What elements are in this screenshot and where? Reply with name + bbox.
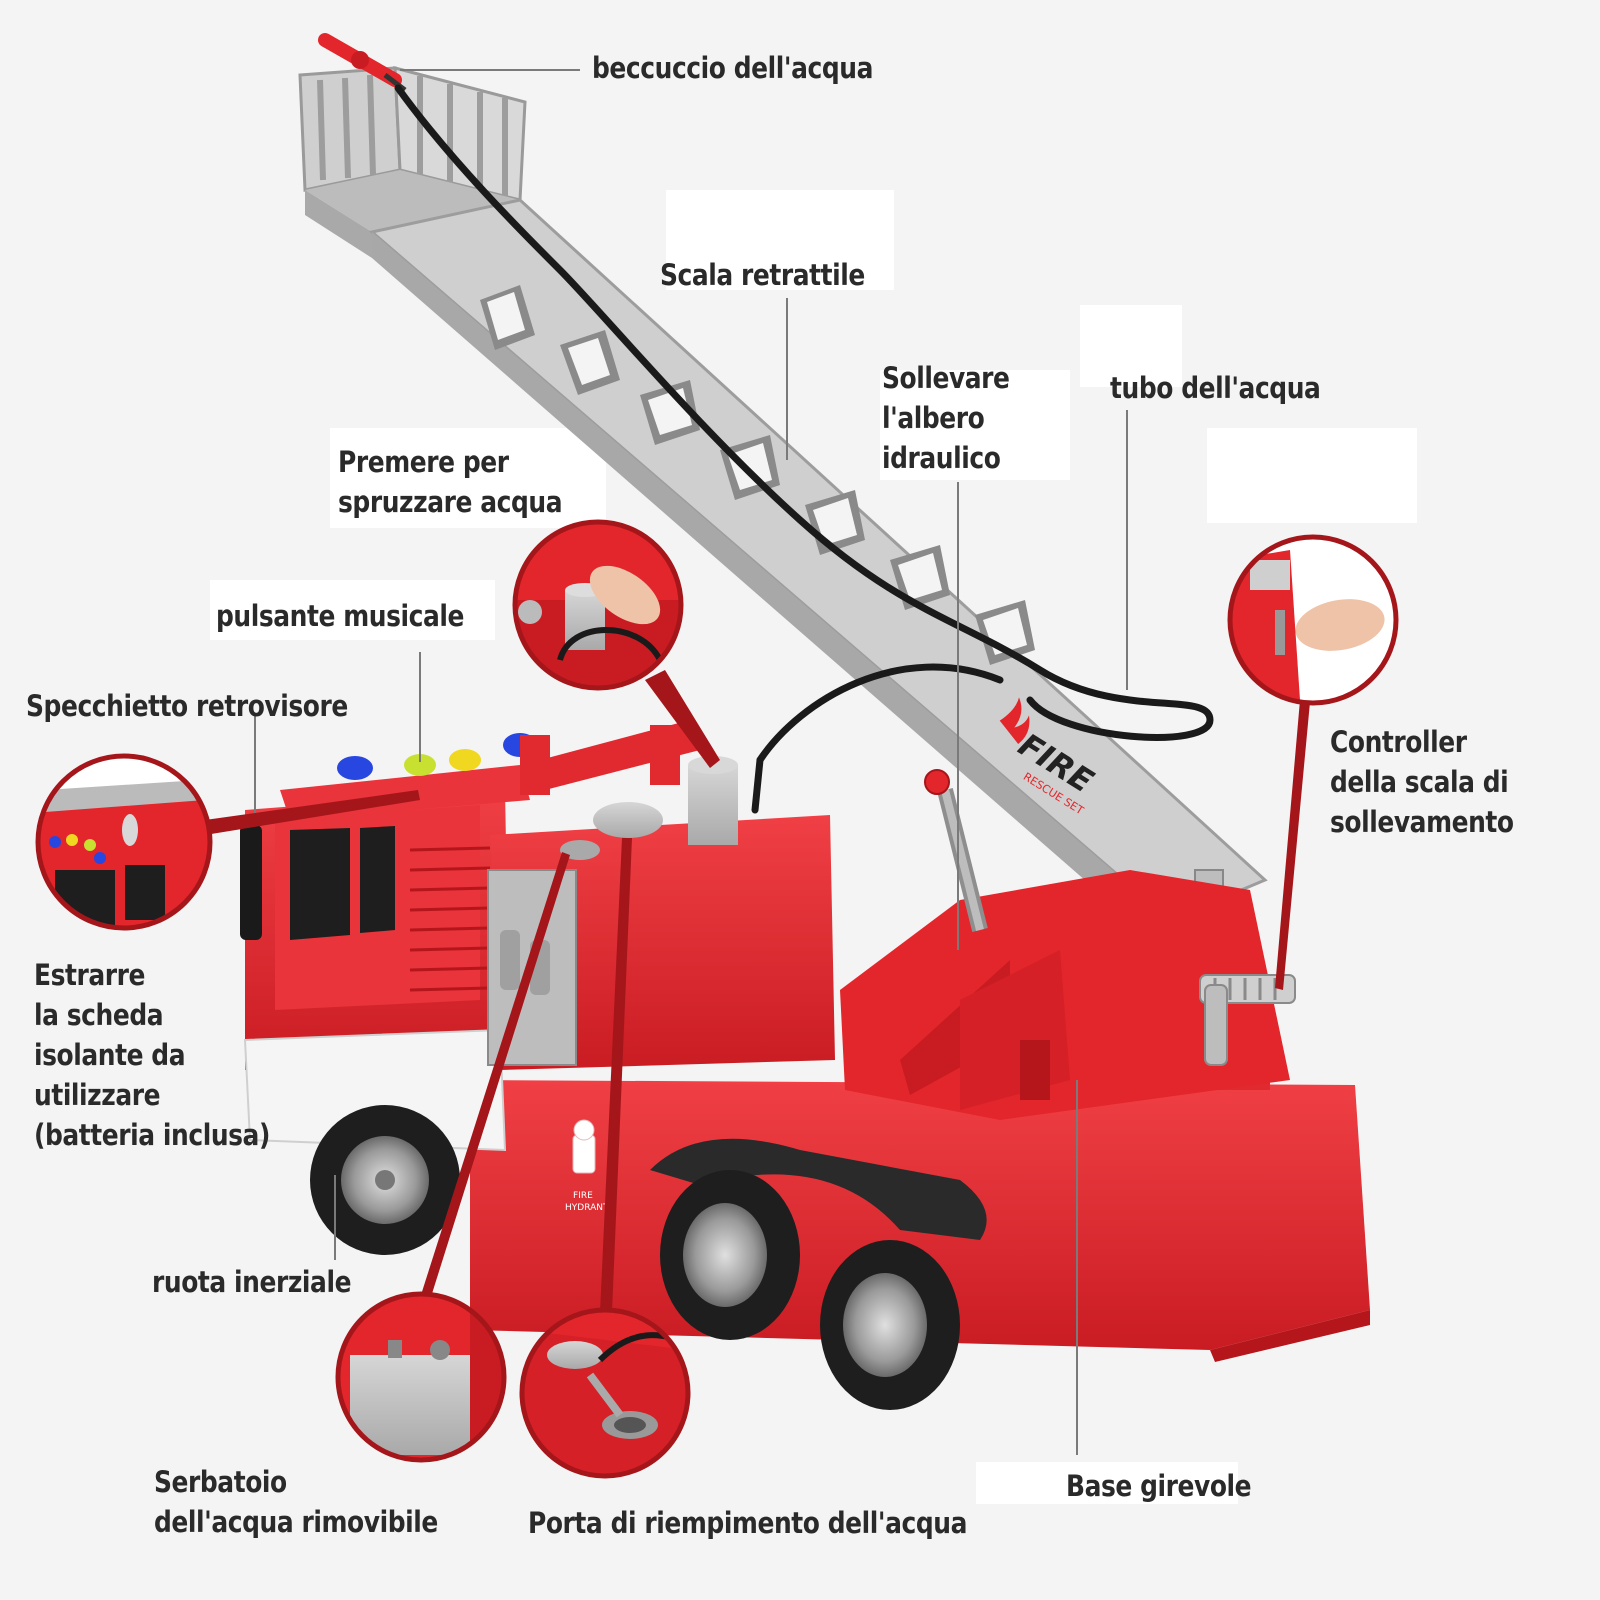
label-turntable: Base girevole — [1066, 1469, 1252, 1503]
leader-lines — [205, 69, 1310, 1455]
label-music-button: pulsante musicale — [216, 599, 465, 633]
callout-ladder-controller — [1227, 534, 1399, 706]
label-spray-button: Premere per spruzzare acqua — [338, 445, 563, 519]
label-removable-tank: Serbatoio dell'acqua rimovibile — [154, 1465, 438, 1539]
callout-fill-port — [519, 1307, 691, 1479]
label-backdrop — [210, 580, 495, 640]
label-backdrop — [976, 1462, 1238, 1504]
svg-text:HYDRANT: HYDRANT — [565, 1203, 609, 1213]
label-fill-port: Porta di riempimento dell'acqua — [528, 1506, 968, 1540]
label-rear-view-mirror: Specchietto retrovisore — [26, 689, 348, 723]
label-backdrop — [1080, 305, 1182, 387]
callout-mirror — [35, 753, 213, 931]
inertia-wheel — [310, 1105, 460, 1255]
light-yellow — [449, 749, 481, 771]
label-retractable-ladder: Scala retrattile — [660, 258, 865, 292]
retractable-ladder: FIRE RESCUE SET — [298, 66, 1268, 950]
turntable-base — [840, 769, 1296, 1120]
light-lime — [404, 754, 436, 776]
label-inertia-wheel: ruota inerziale — [152, 1265, 352, 1299]
light-blue — [337, 756, 373, 780]
svg-text:FIRE: FIRE — [573, 1191, 593, 1201]
label-water-hose: tubo dell'acqua — [1110, 371, 1321, 405]
label-backdrop — [880, 370, 1070, 480]
callout-spray-button — [512, 519, 684, 691]
hydrant-decal: FIRE HYDRANT — [565, 1119, 609, 1213]
label-backdrop — [666, 190, 894, 290]
label-hydraulic-shaft: Sollevare l'albero idraulico — [882, 361, 1010, 475]
rear-wheel — [660, 1170, 960, 1410]
label-insulation-tab: Estrarre la scheda isolante da utilizzar… — [34, 958, 270, 1152]
label-backdrop — [330, 428, 606, 528]
rear-view-mirror — [240, 825, 262, 940]
label-backdrop — [1207, 428, 1417, 523]
label-ladder-controller: Controller della scala di sollevamento — [1330, 725, 1514, 839]
label-water-nozzle: beccuccio dell'acqua — [592, 51, 873, 85]
